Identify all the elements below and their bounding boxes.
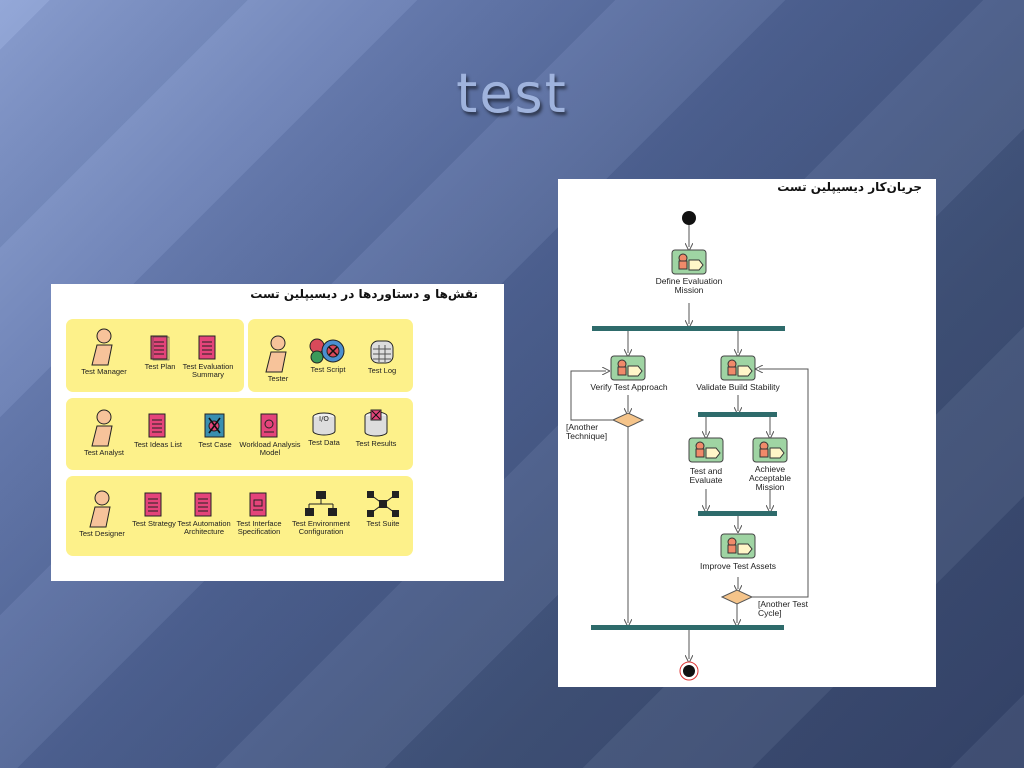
- activity-define: Define Evaluation Mission: [655, 276, 723, 295]
- item-test-environment-configuration: Test Environment Configuration: [288, 490, 354, 536]
- document-icon: [194, 492, 212, 517]
- item-label: Test Designer: [79, 529, 125, 538]
- item-test-analyst: Test Analyst: [71, 409, 137, 457]
- item-label: Test Automation Architecture: [177, 519, 231, 536]
- item-test-evaluation-summary: Test Evaluation Summary: [175, 335, 241, 379]
- item-test-designer: Test Designer: [69, 490, 135, 538]
- item-test-results: Test Results: [343, 408, 409, 448]
- slide-title: test: [456, 62, 568, 125]
- guard-another-cycle: [Another Test Cycle]: [758, 599, 808, 618]
- activity-validate: Validate Build Stability: [696, 382, 780, 392]
- item-test-plan: Test Plan: [127, 335, 193, 371]
- person-icon: [91, 409, 113, 447]
- join-bar-final: [591, 625, 784, 630]
- item-test-data: I/O Test Data: [291, 411, 357, 447]
- person-icon: [89, 490, 111, 528]
- person-icon: [91, 328, 113, 366]
- activity-icon: [752, 437, 788, 463]
- item-label: Tester: [267, 374, 289, 383]
- roles-panel-heading: نقش‌ها و دستاوردها در دیسیپلین تست: [250, 287, 478, 301]
- test-data-icon: I/O: [312, 412, 336, 436]
- roles-group-analyst: [66, 398, 413, 470]
- test-results-icon: [364, 409, 388, 437]
- activity-icon: [610, 355, 646, 381]
- item-test-ideas-list: Test Ideas List: [125, 413, 191, 449]
- roles-group-designer: [66, 476, 413, 556]
- end-node: [683, 665, 695, 677]
- item-label: Test Data: [308, 438, 340, 447]
- item-label: Test Results: [355, 439, 397, 448]
- item-label: Test Script: [310, 365, 346, 374]
- item-test-manager: Test Manager: [71, 328, 137, 376]
- activity-icon: [688, 437, 724, 463]
- item-test-interface-specification: Test Interface Specification: [226, 492, 292, 536]
- activity-improve: Improve Test Assets: [700, 561, 776, 571]
- activity-achieve: Achieve Acceptable Mission: [748, 464, 792, 492]
- network-icon: [305, 491, 337, 516]
- guard-another-technique: [Another Technique]: [566, 422, 608, 441]
- item-test-case: Test Case: [182, 413, 248, 449]
- item-label: Test Ideas List: [134, 440, 182, 449]
- document-icon: [198, 335, 216, 360]
- roles-artifacts-image: نقش‌ها و دستاوردها در دیسیپلین تست Test …: [51, 284, 504, 581]
- activity-icon: [720, 533, 756, 559]
- activity-icon: [671, 249, 707, 275]
- fork-bar-2: [698, 412, 777, 417]
- item-label: Test Log: [367, 366, 397, 375]
- item-label: Test Analyst: [83, 448, 125, 457]
- person-icon: [265, 335, 287, 373]
- item-test-log: Test Log: [349, 339, 415, 375]
- item-label: Test Interface Specification: [236, 519, 282, 536]
- start-node: [682, 211, 696, 225]
- workflow-diagram: [570, 211, 809, 681]
- item-label: Test Plan: [144, 362, 176, 371]
- svg-text:I/O: I/O: [319, 415, 329, 423]
- workflow-image: جریان‌کار دیسیپلین تست: [558, 179, 936, 687]
- workflow-panel-heading: جریان‌کار دیسیپلین تست: [777, 180, 922, 194]
- item-label: Test Case: [198, 440, 232, 449]
- activity-verify: Verify Test Approach: [590, 382, 668, 392]
- item-workload-analysis-model: Workload Analysis Model: [237, 413, 303, 457]
- suite-icon: [367, 491, 399, 517]
- item-label: Test Environment Configuration: [292, 519, 350, 536]
- log-icon: [370, 340, 394, 364]
- test-case-icon: [204, 413, 225, 438]
- item-test-strategy: Test Strategy: [121, 492, 187, 528]
- activity-icon: [720, 355, 756, 381]
- join-bar-1: [698, 511, 777, 516]
- item-test-automation-architecture: Test Automation Architecture: [171, 492, 237, 536]
- activity-test-evaluate: Test and Evaluate: [689, 466, 723, 485]
- fork-bar-1: [592, 326, 785, 331]
- document-icon: [249, 492, 267, 517]
- item-label: Test Evaluation Summary: [182, 362, 234, 379]
- document-icon: [260, 413, 278, 438]
- document-icon: [150, 335, 170, 361]
- document-icon: [148, 413, 166, 438]
- decision-cycle: [720, 589, 754, 605]
- item-label: Test Manager: [81, 367, 127, 376]
- item-label: Test Strategy: [132, 519, 176, 528]
- script-icon: [309, 338, 345, 364]
- item-label: Test Suite: [366, 519, 400, 528]
- item-label: Workload Analysis Model: [239, 440, 301, 457]
- item-test-script: Test Script: [295, 338, 361, 374]
- decision-technique: [611, 412, 645, 428]
- item-tester: Tester: [245, 335, 311, 383]
- document-icon: [144, 492, 162, 517]
- item-test-suite: Test Suite: [350, 490, 416, 528]
